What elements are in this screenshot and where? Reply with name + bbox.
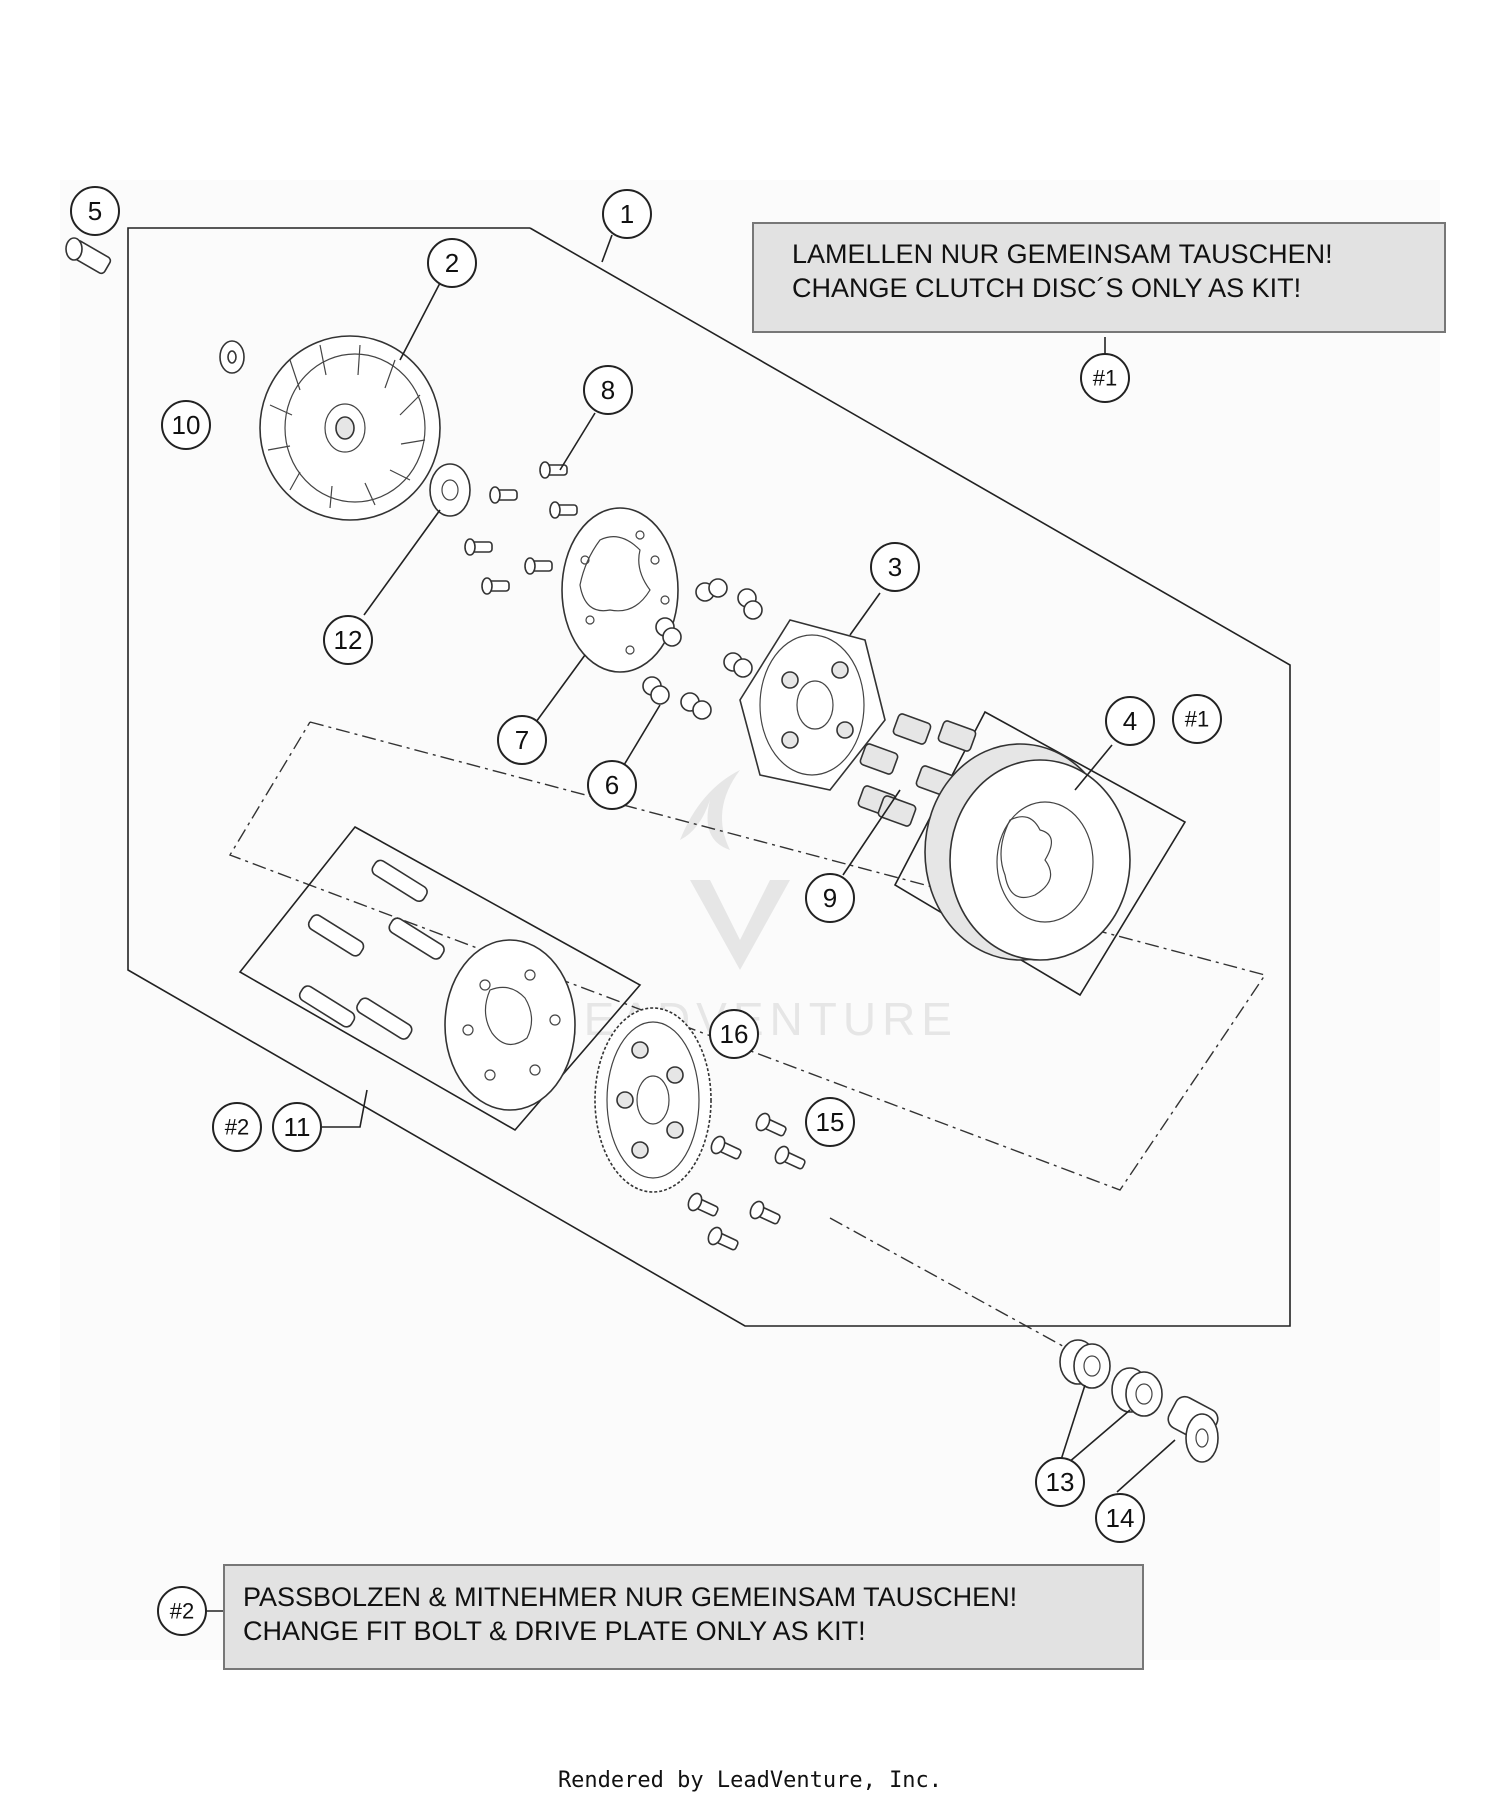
note-kit-2-english: CHANGE FIT BOLT & DRIVE PLATE ONLY AS KI… (243, 1616, 866, 1646)
part-2-clutch-basket (259, 335, 441, 521)
part-11-fit-bolts-drive-plate (298, 859, 576, 1111)
callout-1: 1 (602, 189, 652, 239)
part-9-springs (857, 713, 977, 827)
callout-15: 15 (805, 1097, 855, 1147)
note-kit-1-english: CHANGE CLUTCH DISC´S ONLY AS KIT! (792, 273, 1301, 303)
callout-2: 2 (427, 238, 477, 288)
svg-text:5: 5 (88, 196, 102, 226)
svg-text:#1: #1 (1185, 707, 1209, 732)
svg-text:#1: #1 (1093, 366, 1117, 391)
svg-text:12: 12 (334, 625, 363, 655)
svg-text:9: 9 (823, 883, 837, 913)
callout-10: 10 (161, 400, 211, 450)
svg-text:7: 7 (515, 725, 529, 755)
callout-9: 9 (805, 873, 855, 923)
kit-box-item-11 (238, 825, 642, 1132)
callout-kit2-item11: #2 (212, 1102, 262, 1152)
kit-box-item-4 (893, 710, 1187, 997)
part-10-washer (219, 340, 245, 374)
svg-text:14: 14 (1106, 1503, 1135, 1533)
svg-text:10: 10 (172, 410, 201, 440)
svg-text:16: 16 (720, 1019, 749, 1049)
callout-5: 5 (70, 186, 120, 236)
part-14-spacer (1167, 1395, 1219, 1463)
svg-text:#2: #2 (170, 1599, 194, 1624)
part-15-screws (687, 1112, 806, 1251)
callout-6: 6 (587, 760, 637, 810)
svg-text:6: 6 (605, 770, 619, 800)
part-12-washer (429, 463, 471, 517)
svg-text:13: 13 (1046, 1467, 1075, 1497)
callout-14: 14 (1095, 1493, 1145, 1543)
axis-line (829, 1217, 1071, 1351)
callout-kit1-note: #1 (1080, 353, 1130, 403)
parts-diagram: LEADVENTURE (65, 186, 1446, 1670)
part-6-balls (642, 578, 763, 720)
note-kit-2-german: PASSBOLZEN & MITNEHMER NUR GEMEINSAM TAU… (243, 1582, 1017, 1612)
callout-7: 7 (497, 715, 547, 765)
callout-16: 16 (709, 1009, 759, 1059)
callout-4: 4 (1105, 696, 1155, 746)
part-13-bushings (1059, 1339, 1163, 1417)
part-4-clutch-discs (924, 743, 1131, 961)
svg-text:2: 2 (445, 248, 459, 278)
callout-kit2-note: #2 (157, 1586, 207, 1636)
callout-11: 11 (272, 1102, 322, 1152)
part-7-plate (561, 507, 679, 673)
callout-13: 13 (1035, 1457, 1085, 1507)
part-8-bolts (464, 461, 578, 595)
svg-text:15: 15 (816, 1107, 845, 1137)
svg-text:3: 3 (888, 552, 902, 582)
part-3-pressure-plate (739, 619, 886, 791)
callout-12: 12 (323, 615, 373, 665)
svg-text:#2: #2 (225, 1115, 249, 1140)
svg-text:4: 4 (1123, 706, 1137, 736)
note-kit-1: LAMELLEN NUR GEMEINSAM TAUSCHEN! CHANGE … (752, 222, 1446, 333)
kit-outline-1 (127, 227, 1291, 1327)
note-kit-2: PASSBOLZEN & MITNEHMER NUR GEMEINSAM TAU… (223, 1564, 1144, 1670)
footer-credit: Rendered by LeadVenture, Inc. (557, 1768, 943, 1793)
svg-text:8: 8 (601, 375, 615, 405)
svg-text:1: 1 (620, 199, 634, 229)
note-kit-1-german: LAMELLEN NUR GEMEINSAM TAUSCHEN! (792, 239, 1333, 269)
svg-text:11: 11 (284, 1112, 311, 1142)
part-5-bolt (65, 237, 112, 275)
part-16-gear (594, 1007, 712, 1193)
callout-3: 3 (870, 542, 920, 592)
callout-kit1-item4: #1 (1172, 694, 1222, 744)
callout-8: 8 (583, 365, 633, 415)
